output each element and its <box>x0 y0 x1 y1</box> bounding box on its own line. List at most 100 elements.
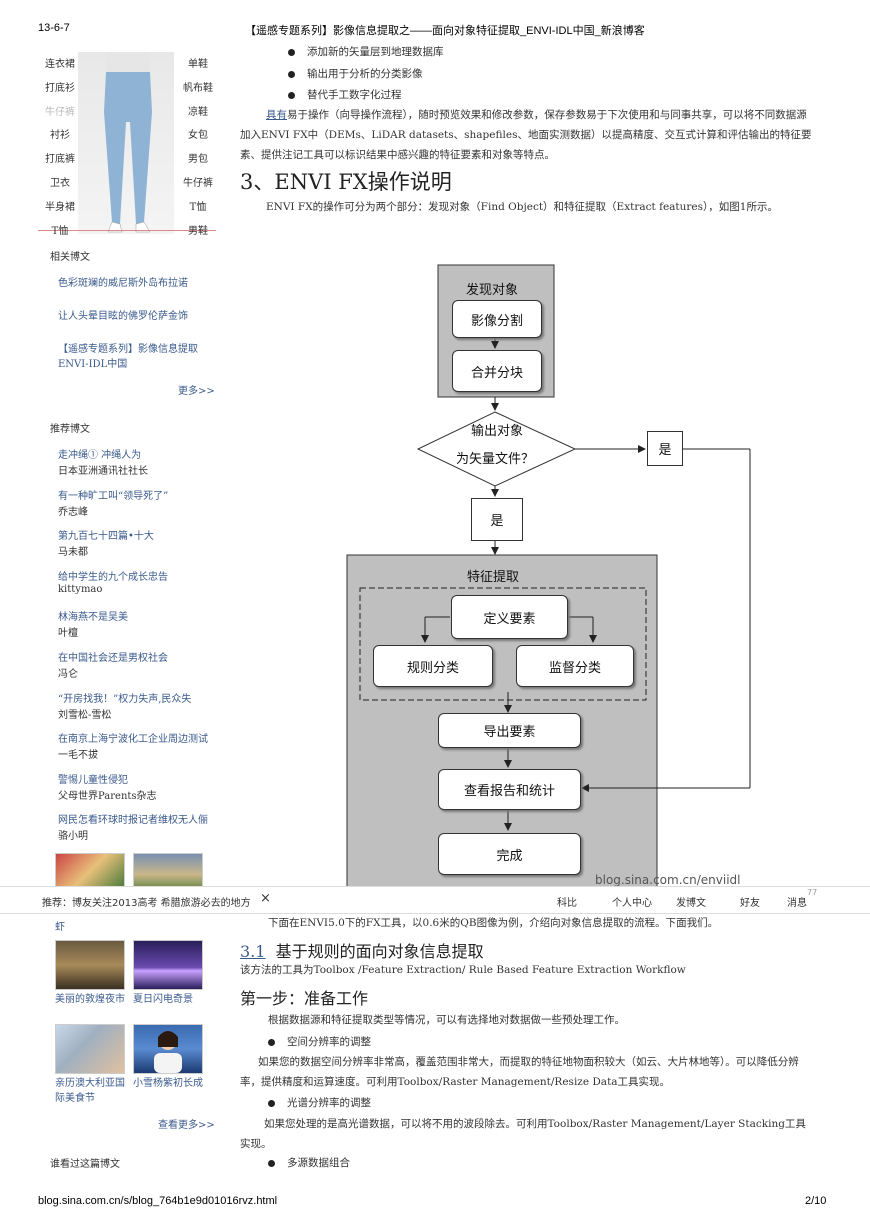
segment-box: 影像分割 <box>452 300 542 338</box>
category-link[interactable]: 牛仔裤 <box>45 106 75 118</box>
toolbar-item-kobe[interactable]: 科比 <box>557 898 577 909</box>
visitors-title: 谁看过这篇博文 <box>50 1159 120 1170</box>
category-link[interactable]: 单鞋 <box>188 59 208 70</box>
recommend-item[interactable]: 在中国社会还是男权社会冯仑 <box>58 649 168 680</box>
related-item-line2[interactable]: ENVI-IDL中国 <box>58 359 128 370</box>
recommend-item-author[interactable]: 骆小明 <box>58 831 88 843</box>
floating-toolbar: 推荐：博友关注2013高考 希腊旅游必去的地方 × 科比 个人中心 发博文 好友… <box>0 886 870 914</box>
recommend-item-title[interactable]: 警惕儿童性侵犯 <box>58 774 128 786</box>
footer-page: 2/10 <box>805 1195 827 1207</box>
toolbar-item-messages[interactable]: 消息 <box>787 898 807 909</box>
print-date: 13-6-7 <box>38 22 70 34</box>
recommend-item[interactable]: 在南京上海宁波化工企业周边测试一毛不拔 <box>58 730 208 761</box>
step1-paragraph: 根据数据源和特征提取类型等情况，可以有选择地对数据做一些预处理工作。 <box>268 1014 625 1026</box>
photo-caption[interactable]: 小雪杨紫初长成 <box>133 1078 203 1089</box>
recommend-item-author[interactable]: 刘雪松-雪松 <box>58 709 112 721</box>
message-badge: 77 <box>807 888 818 897</box>
photo-thumb-food[interactable] <box>55 1024 125 1074</box>
yes-right-box: 是 <box>647 431 683 466</box>
photo-thumb[interactable] <box>133 853 203 889</box>
related-item[interactable]: 色彩斑斓的威尼斯外岛布拉诺 <box>58 278 188 289</box>
recommend-item-author[interactable]: kittymao <box>58 583 103 595</box>
photo-caption[interactable]: 夏日闪电奇景 <box>133 994 193 1005</box>
photo-thumb[interactable] <box>55 853 125 889</box>
define-box: 定义要素 <box>451 595 568 639</box>
toolbar-item-post[interactable]: 发博文 <box>676 898 706 909</box>
recommend-item-title[interactable]: 走冲绳① 冲绳人为 <box>58 450 142 461</box>
recommend-item-author[interactable]: 一毛不拔 <box>58 750 98 762</box>
related-item[interactable]: 让人头晕目眩的佛罗伦萨金饰 <box>58 311 188 322</box>
related-item[interactable]: 【遥感专题系列】影像信息提取 <box>58 344 198 355</box>
intro-link[interactable]: 具有 <box>266 109 287 121</box>
report-box: 查看报告和统计 <box>438 769 581 810</box>
recommend-title: 推荐博文 <box>50 424 90 435</box>
recommend-item[interactable]: 网民怎看环球时报记者维权无人俪骆小明 <box>58 811 208 842</box>
recommend-item-title[interactable]: 在中国社会还是男权社会 <box>58 653 168 664</box>
watermark: blog.sina.com.cn/enviidl <box>595 873 741 886</box>
recommend-item-author[interactable]: 叶檀 <box>58 628 78 640</box>
find-object-label: 发现对象 <box>466 283 519 298</box>
category-link[interactable]: 女包 <box>188 130 208 142</box>
photo-thumb-lightning[interactable] <box>133 940 203 990</box>
recommend-item-author[interactable]: 日本亚洲通讯社社长 <box>58 466 148 477</box>
yes-down-box: 是 <box>471 498 523 541</box>
category-link[interactable]: T恤 <box>51 225 69 237</box>
category-link[interactable]: 打底衫 <box>45 82 75 94</box>
category-link[interactable]: 打底裤 <box>45 154 75 166</box>
recommend-item-title[interactable]: 给中学生的九个成长忠告 <box>58 571 168 583</box>
page-title: 【遥感专题系列】影像信息提取之——面向对象特征提取_ENVI-IDL中国_新浪博… <box>245 25 645 37</box>
category-link[interactable]: 衬衫 <box>50 130 70 142</box>
decision-line2: 为矢量文件？ <box>456 452 535 467</box>
photo-caption[interactable]: 虾 <box>55 922 65 933</box>
section31-number[interactable]: 3.1 <box>240 942 266 961</box>
photo-caption[interactable]: 美丽的敦煌夜市 <box>55 994 125 1005</box>
category-link[interactable]: 半身裙 <box>45 201 75 213</box>
export-box: 导出要素 <box>438 713 581 748</box>
recommend-item[interactable]: 林海燕不是吴美叶檀 <box>58 608 128 639</box>
merge-box: 合并分块 <box>452 350 542 392</box>
category-link[interactable]: 男鞋 <box>188 225 208 237</box>
category-link[interactable]: 牛仔裤 <box>183 178 213 189</box>
recommend-item[interactable]: 有一种旷工叫“领导死了” 乔志峰 <box>58 487 168 518</box>
spectral-paragraph: 如果您处理的是高光谱数据，可以将不用的波段除去。可利用Toolbox/Raste… <box>240 1118 806 1150</box>
recommend-item-title[interactable]: 林海燕不是吴美 <box>58 612 128 624</box>
bullet-multi: 多源数据组合 <box>268 1155 350 1170</box>
recommend-item[interactable]: “开房找我！”权力失声,民众失刘雪松-雪松 <box>58 690 191 721</box>
recommend-item-author[interactable]: 父母世界Parents杂志 <box>58 790 157 802</box>
recommend-item[interactable]: 第九百七十四篇•十大马未都 <box>58 527 154 558</box>
toolbar-recommend[interactable]: 推荐：博友关注2013高考 希腊旅游必去的地方 <box>42 898 251 909</box>
photo-thumb-dunhuang[interactable] <box>55 940 125 990</box>
recommend-item-title[interactable]: “开房找我！”权力失声,民众失 <box>58 693 192 705</box>
see-more-link[interactable]: 查看更多>> <box>158 1120 215 1131</box>
recommend-item[interactable]: 走冲绳① 冲绳人为日本亚洲通讯社社长 <box>58 446 148 477</box>
category-link[interactable]: 男包 <box>188 154 208 166</box>
toolbar-item-friends[interactable]: 好友 <box>740 898 760 909</box>
photo-thumb-person[interactable] <box>133 1024 203 1074</box>
related-more-link[interactable]: 更多>> <box>178 386 215 397</box>
intro-paragraph: 具有易于操作（向导操作流程），随时预览效果和修改参数，保存参数易于下次使用和与同… <box>240 109 812 161</box>
category-link[interactable]: 凉鞋 <box>188 106 208 118</box>
toolbar-item-profile[interactable]: 个人中心 <box>612 898 652 909</box>
recommend-item-title[interactable]: 在南京上海宁波化工企业周边测试 <box>58 734 208 746</box>
recommend-item-title[interactable]: 第九百七十四篇•十大 <box>58 531 154 543</box>
recommend-item-title[interactable]: 网民怎看环球时报记者维权无人俪 <box>58 815 208 827</box>
category-link[interactable]: T恤 <box>189 201 207 213</box>
category-link[interactable]: 帆布鞋 <box>183 82 213 94</box>
recommend-item-title[interactable]: 有一种旷工叫“领导死了” <box>58 490 169 502</box>
category-link[interactable]: 卫衣 <box>50 178 70 189</box>
category-link[interactable]: 连衣裙 <box>45 59 75 70</box>
photo-caption[interactable]: 亲历澳大利亚国 <box>55 1078 125 1089</box>
recommend-item-author[interactable]: 乔志峰 <box>58 506 88 518</box>
recommend-item-author[interactable]: 冯仑 <box>58 669 78 680</box>
close-icon[interactable]: × <box>260 891 271 906</box>
bullet-spatial: 空间分辨率的调整 <box>268 1034 371 1049</box>
spatial-paragraph: 如果您的数据空间分辨率非常高，覆盖范围非常大，而提取的特征地物面积较大（如云、大… <box>240 1056 799 1088</box>
section31-heading: 3.1 基于规则的面向对象信息提取 <box>240 942 484 961</box>
bullet-spectral: 光谱分辨率的调整 <box>268 1095 371 1110</box>
photo-caption[interactable]: 际美食节 <box>55 1093 95 1104</box>
done-box: 完成 <box>438 833 581 875</box>
recommend-item[interactable]: 警惕儿童性侵犯父母世界Parents杂志 <box>58 771 157 802</box>
recommend-item-author[interactable]: 马未都 <box>58 547 88 559</box>
bullet-item: 替代手工数字化过程 <box>288 87 402 102</box>
